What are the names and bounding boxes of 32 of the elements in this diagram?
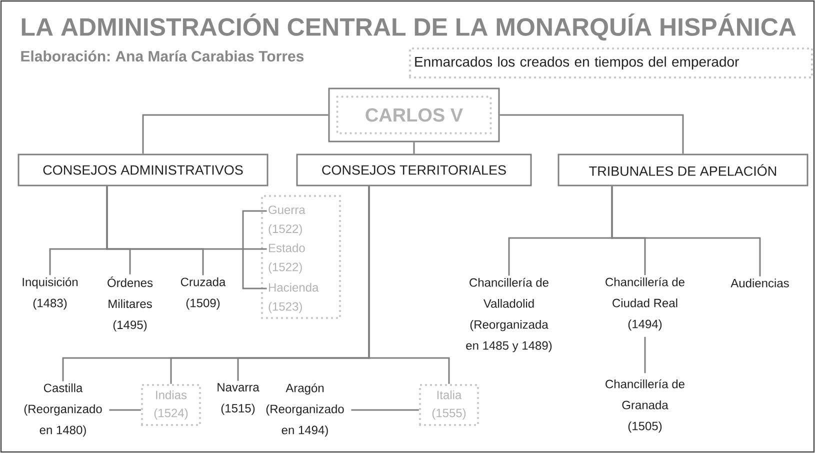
legend-box: Enmarcados los creados en tiempos del emperador — [408, 47, 814, 79]
connector — [413, 142, 415, 154]
council-label: Cruzada (1509) — [180, 277, 226, 310]
connector — [644, 336, 646, 374]
council-label: Castilla (Reorganizado en 1480) — [24, 383, 102, 437]
connector — [611, 186, 761, 276]
council-label: Estado (1522) — [268, 243, 305, 274]
council-label: Chancillería de Valladolid (Reorganizada en 1485 y 1489) — [466, 278, 552, 352]
subtitle: Elaboración: Ana María Carabias Torres — [21, 50, 304, 62]
connector — [106, 186, 268, 290]
dotted-box: Italia (1555) — [418, 384, 480, 426]
monarch-box: CARLOS V — [328, 88, 500, 142]
dotted-frame — [260, 194, 342, 320]
council-box: CONSEJOS TERRITORIALES — [296, 154, 532, 186]
council-label: Hacienda (1523) — [268, 282, 319, 314]
council-label: Inquisición (1483) — [22, 277, 78, 310]
council-label: Navarra (1515) — [218, 383, 260, 415]
council-label: Audiencias — [730, 278, 789, 288]
council-box: CONSEJOS ADMINISTRATIVOS — [18, 154, 268, 186]
connector — [500, 114, 684, 154]
council-label: Órdenes Militares (1495) — [108, 276, 153, 332]
connector — [109, 409, 141, 411]
connector — [351, 409, 419, 411]
council-label: Aragón (Reorganizado en 1494) — [266, 383, 344, 437]
connector — [142, 114, 328, 154]
council-label: Chancillería de Granada (1505) — [606, 379, 684, 433]
council-box: TRIBUNALES DE APELACIÓN — [558, 154, 808, 186]
council-label: Guerra (1522) — [268, 206, 306, 236]
connector — [368, 186, 450, 384]
title: LA ADMINISTRACIÓN CENTRAL DE LA MONARQUÍA HISPÁNICA — [22, 13, 796, 41]
dotted-box: Indias (1524) — [140, 384, 202, 426]
council-label: Chancillería de Ciudad Real (1494) — [606, 277, 684, 331]
